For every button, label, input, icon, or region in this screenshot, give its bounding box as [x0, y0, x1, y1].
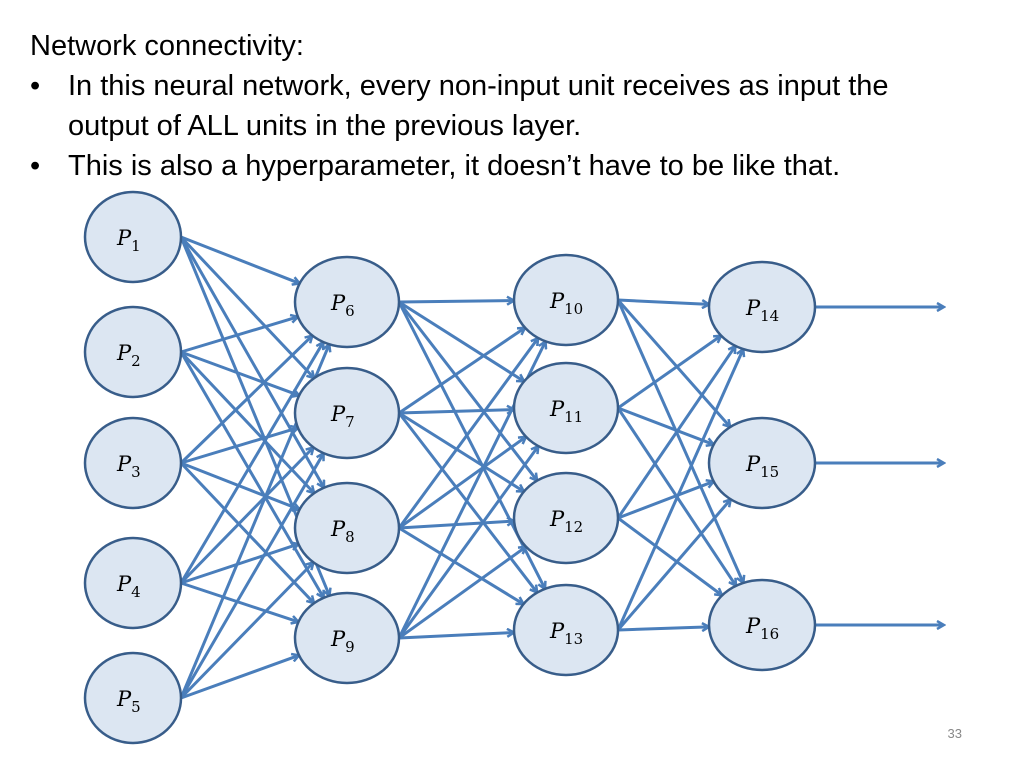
edge-p5-p8: [179, 562, 313, 700]
edge-p9-p11: [397, 446, 538, 639]
edge-p12-p15: [617, 481, 714, 520]
bullet-1: • In this neural network, every non-inpu…: [30, 66, 928, 146]
edge-p9-p12: [398, 547, 526, 640]
edge-p3-p9: [179, 461, 314, 603]
unit-circle: [512, 471, 620, 565]
edge-p10-p16: [616, 299, 743, 583]
edge-p4-p6: [179, 342, 325, 584]
unit-p6: P6: [293, 255, 401, 349]
page-number: 33: [947, 726, 962, 741]
unit-p8: P8: [293, 481, 401, 575]
unit-circle: [293, 481, 401, 575]
edge-p7-p12: [398, 411, 524, 492]
edge-p5-p9: [180, 655, 299, 700]
unit-circle: [512, 583, 620, 677]
unit-p9: P9: [293, 591, 401, 685]
edge-p9-p13: [398, 632, 514, 640]
edge-p5-p7: [179, 453, 325, 699]
unit-p15: P15: [707, 416, 817, 510]
unit-circle: [293, 591, 401, 685]
edge-p6-p13: [397, 301, 545, 589]
edge-p11-p15: [617, 406, 714, 445]
edge-p3-p8: [180, 461, 300, 509]
edge-p4-p7: [179, 447, 313, 585]
edge-p7-p11: [398, 410, 514, 413]
unit-p5: P5: [83, 651, 183, 745]
edge-p10-p14: [617, 298, 709, 304]
edge-p2-p9: [179, 351, 325, 598]
edge-p6-p11: [398, 300, 524, 381]
edge-p7-p10: [398, 328, 525, 415]
bullet-text: In this neural network, every non-input …: [68, 70, 889, 142]
edge-p13-p14: [616, 349, 743, 631]
unit-p16: P16: [707, 578, 817, 672]
edge-p11-p14: [617, 336, 721, 410]
unit-p12: P12: [512, 471, 620, 565]
edges: [179, 235, 944, 700]
edge-p13-p15: [616, 499, 731, 631]
edge-p2-p6: [180, 317, 298, 354]
unit-circle: [83, 536, 183, 630]
unit-circle: [83, 651, 183, 745]
edge-p12-p16: [617, 516, 722, 595]
edge-p4-p9: [180, 581, 298, 622]
unit-circle: [83, 416, 183, 510]
edge-p3-p6: [179, 336, 312, 465]
unit-p14: P14: [707, 260, 817, 354]
unit-p1: P1: [83, 190, 183, 284]
unit-p4: P4: [83, 536, 183, 630]
edge-p12-p14: [616, 346, 735, 519]
unit-circle: [707, 416, 817, 510]
bullet-text: This is also a hyperparameter, it doesn’…: [68, 150, 841, 182]
unit-circle: [83, 190, 183, 284]
unit-circle: [512, 253, 620, 347]
edge-p6-p10: [398, 301, 514, 302]
edge-p4-p8: [180, 544, 298, 585]
edge-p8-p13: [398, 526, 524, 604]
bullet-2: • This is also a hyperparameter, it does…: [30, 146, 928, 186]
unit-p7: P7: [293, 366, 401, 460]
unit-p2: P2: [83, 305, 183, 399]
edge-p1-p8: [179, 236, 326, 488]
edge-p3-p7: [180, 428, 298, 465]
edge-p8-p10: [397, 338, 538, 529]
slide-text: Network connectivity: • In this neural n…: [30, 26, 928, 186]
unit-p3: P3: [83, 416, 183, 510]
unit-p10: P10: [512, 253, 620, 347]
unit-p11: P11: [512, 361, 620, 455]
unit-circle: [707, 578, 817, 672]
unit-circle: [293, 366, 401, 460]
unit-circle: [707, 260, 817, 354]
heading: Network connectivity:: [30, 30, 304, 62]
bullet-dot: •: [30, 150, 41, 182]
bullet-dot: •: [30, 70, 41, 102]
unit-circle: [293, 255, 401, 349]
edge-p7-p13: [397, 412, 537, 593]
edge-p10-p15: [616, 299, 730, 427]
edge-p13-p16: [617, 627, 709, 630]
edge-p1-p6: [180, 235, 300, 283]
unit-circle: [512, 361, 620, 455]
edge-p6-p12: [397, 301, 537, 481]
unit-circle: [83, 305, 183, 399]
edge-p8-p11: [398, 437, 526, 530]
edge-p2-p7: [180, 350, 299, 395]
unit-p13: P13: [512, 583, 620, 677]
